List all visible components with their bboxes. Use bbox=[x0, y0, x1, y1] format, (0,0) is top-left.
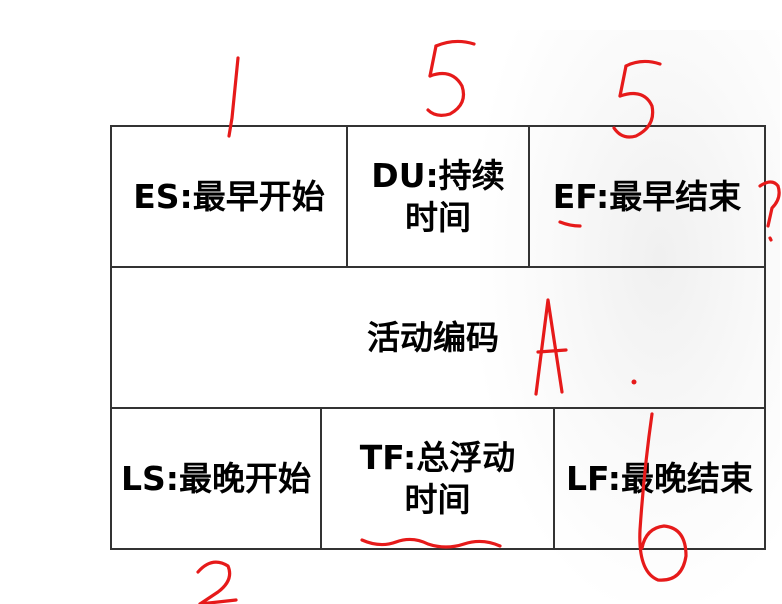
activity-code-label: 活动编码 bbox=[367, 317, 499, 357]
du-label: DU:持续 bbox=[371, 155, 505, 195]
lf-cell: LF:最晚结束 bbox=[555, 409, 764, 548]
es-label: ES:最早开始 bbox=[133, 176, 325, 216]
ef-underline-stroke bbox=[558, 220, 582, 228]
activity-code-cell: 活动编码 bbox=[112, 268, 764, 407]
ef-label: EF:最早结束 bbox=[552, 176, 742, 216]
tf-wavy-underline bbox=[360, 537, 502, 549]
tf-cell: TF:总浮动 时间 bbox=[322, 409, 553, 548]
du-cell: DU:持续 时间 bbox=[348, 127, 528, 266]
du-label-line2: 时间 bbox=[405, 197, 471, 237]
border-bottom bbox=[110, 548, 766, 550]
tf-label-line2: 时间 bbox=[404, 479, 471, 519]
top-col-divider-2 bbox=[528, 125, 530, 268]
top-col-divider-1 bbox=[346, 125, 348, 268]
es-cell: ES:最早开始 bbox=[112, 127, 346, 266]
dot-mark bbox=[631, 379, 637, 385]
ef-side-question-mark bbox=[758, 180, 781, 242]
row-divider-2 bbox=[110, 407, 766, 409]
ls-label: LS:最晚开始 bbox=[121, 458, 311, 498]
border-left bbox=[110, 125, 112, 550]
ls-cell: LS:最晚开始 bbox=[112, 409, 320, 548]
tf-label: TF:总浮动 bbox=[359, 437, 516, 477]
bottom-col-divider-2 bbox=[553, 407, 555, 550]
row-divider-1 bbox=[110, 266, 766, 268]
ls-value-handwritten bbox=[196, 560, 238, 604]
border-right bbox=[764, 125, 766, 550]
bottom-col-divider-1 bbox=[320, 407, 322, 550]
border-top bbox=[110, 125, 766, 127]
lf-label: LF:最晚结束 bbox=[566, 458, 753, 498]
lf-value-handwritten bbox=[638, 412, 688, 582]
activity-name-handwritten bbox=[534, 298, 568, 396]
es-value-handwritten bbox=[227, 56, 240, 138]
ef-cell: EF:最早结束 bbox=[530, 127, 764, 266]
ef-value-handwritten bbox=[612, 59, 662, 139]
du-value-handwritten bbox=[426, 39, 476, 117]
